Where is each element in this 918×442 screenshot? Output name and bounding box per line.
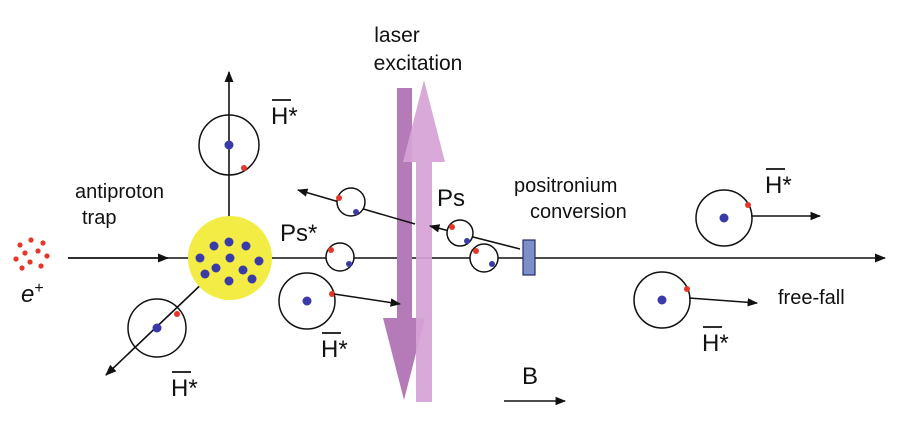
svg-text:H*: H* [271, 103, 298, 130]
hbar-label-lower-left: H* [171, 371, 198, 402]
positronium-label-line2: conversion [530, 201, 627, 223]
antiproton-trap [188, 216, 272, 300]
hbar-label-right-lower: H* [702, 326, 729, 357]
hbar-atom-right-upper [695, 189, 822, 247]
laser-label-line2: excitation [374, 52, 463, 75]
positron-cloud-icon [13, 237, 50, 271]
laser-beams [383, 80, 445, 402]
field-label: B [522, 363, 538, 390]
hbar-label-right-upper: H* [765, 168, 792, 199]
hbar-label-top: H* [271, 99, 298, 130]
laser-down-arrow [383, 88, 425, 400]
svg-text:H*: H* [765, 172, 792, 199]
svg-text:H*: H* [702, 330, 729, 357]
laser-label-line1: laser [374, 24, 420, 47]
hbar-atom-right-lower [633, 271, 759, 329]
ps-atom-converter-lower [469, 243, 499, 273]
positronium-label-line1: positronium [514, 175, 617, 197]
ps-star-label: Ps* [280, 220, 317, 247]
hbar-atom-top [198, 114, 260, 176]
svg-text:H*: H* [171, 375, 198, 402]
svg-text:H*: H* [321, 336, 348, 363]
ps-label: Ps [437, 185, 465, 212]
hbar-label-mid-left: H* [321, 332, 348, 363]
ps-atom-upper-left [296, 187, 416, 225]
positron-label: e+ [21, 280, 44, 308]
positronium-converter [522, 239, 536, 276]
antiproton-label-line1: antiproton [75, 181, 164, 203]
hbar-atom-mid-left [278, 272, 402, 330]
hbar-atom-lower-left [127, 298, 187, 358]
antiproton-label-line2: trap [82, 207, 116, 229]
free-fall-label: free-fall [778, 287, 845, 309]
laser-up-arrow [403, 80, 445, 402]
ps-atom-mid-left [325, 242, 355, 272]
ps-atom-converter-upper [428, 219, 521, 250]
